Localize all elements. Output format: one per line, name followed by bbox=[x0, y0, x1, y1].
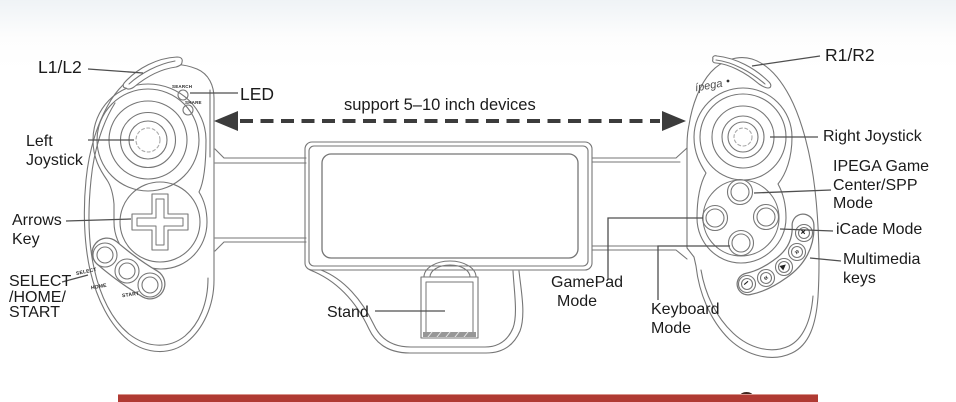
right-grip bbox=[686, 55, 820, 358]
r1-r2-button bbox=[712, 55, 772, 89]
left-grip bbox=[83, 56, 215, 353]
leader-lines bbox=[61, 55, 842, 312]
label-l1-l2: L1/L2 bbox=[38, 57, 82, 77]
search-led bbox=[177, 89, 189, 101]
label-led: LED bbox=[240, 84, 275, 104]
search-label: SEARCH bbox=[172, 84, 193, 89]
label-support-devices: support 5–10 inch devices bbox=[344, 96, 536, 114]
share-label: SHARE bbox=[185, 100, 202, 105]
label-select-home-start: SELECT/HOME/START bbox=[9, 273, 72, 321]
bottom-accent-bar bbox=[118, 394, 818, 402]
logo-dot bbox=[726, 79, 730, 83]
support-range-arrow bbox=[214, 111, 686, 131]
device-holder bbox=[304, 141, 593, 271]
telescopic-rails bbox=[214, 147, 688, 260]
action-buttons-ring bbox=[702, 179, 780, 257]
select-home-start-buttons bbox=[92, 242, 163, 298]
label-r1-r2: R1/R2 bbox=[825, 45, 875, 65]
share-led bbox=[182, 104, 194, 116]
dpad bbox=[119, 181, 201, 263]
label-right-joystick: Right Joystick bbox=[823, 128, 922, 145]
stand-assembly bbox=[309, 260, 524, 354]
multimedia-buttons bbox=[737, 223, 814, 294]
l1-l2-button bbox=[122, 56, 183, 90]
label-stand: Stand bbox=[327, 304, 369, 321]
label-icade-mode: iCade Mode bbox=[836, 221, 923, 238]
